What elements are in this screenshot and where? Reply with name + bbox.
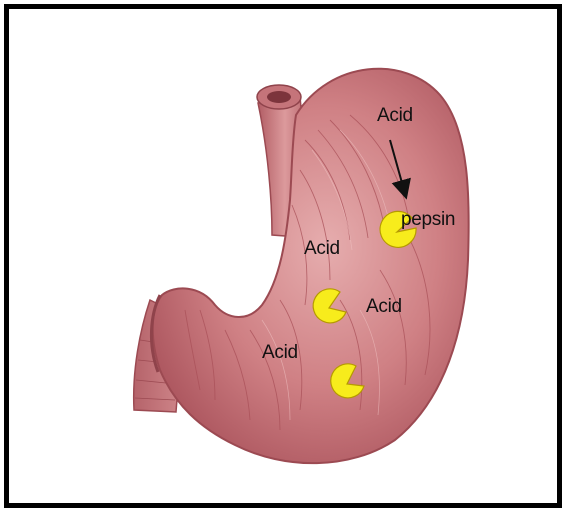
label-pepsin: pepsin: [401, 209, 455, 230]
label-acid-mid: Acid: [366, 296, 402, 317]
label-acid-left: Acid: [304, 238, 340, 259]
stomach-body: [153, 69, 469, 463]
label-acid-top: Acid: [377, 105, 413, 126]
label-acid-lower: Acid: [262, 342, 298, 363]
